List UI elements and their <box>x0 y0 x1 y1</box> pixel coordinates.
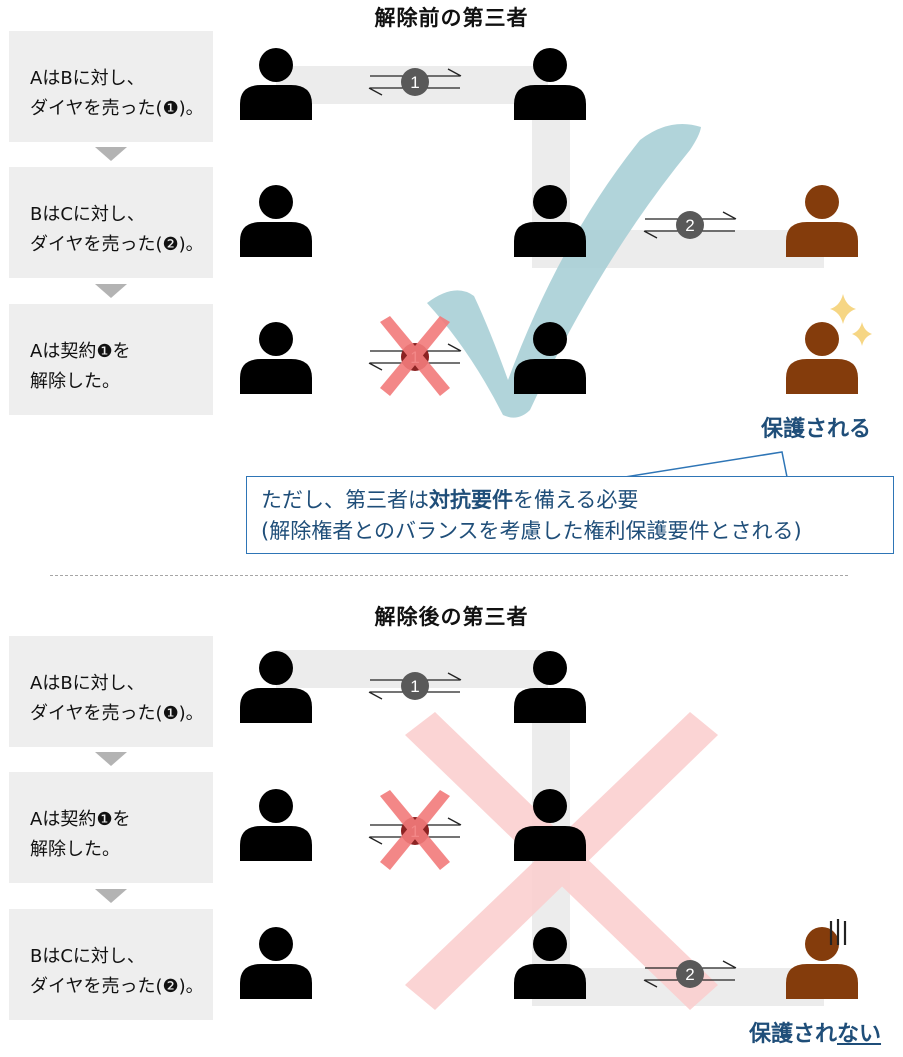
bottom-step-3-line2: ダイヤを売った(❷)。 <box>30 976 204 997</box>
cross-mark-icon <box>380 316 450 396</box>
sparkle-icon <box>830 294 872 346</box>
dismay-lines-icon <box>829 919 847 945</box>
top-step-2-line2: ダイヤを売った(❷)。 <box>30 234 204 255</box>
bottom-step-3: BはCに対し、 ダイヤを売った(❷)。 <box>9 909 213 1020</box>
person-icon <box>240 927 312 999</box>
top-badge-2-label: 2 <box>685 216 694 235</box>
bottom-flow-arrow-2 <box>95 889 127 903</box>
person-icon <box>240 789 312 861</box>
bottom-step-1-line2: ダイヤを売った(❶)。 <box>30 703 204 724</box>
cross-mark-icon <box>380 790 450 870</box>
callout-tail <box>624 451 788 478</box>
bottom-step-1-line1: AはBに対し、 <box>30 673 145 694</box>
top-flow-arrow-1 <box>95 147 127 161</box>
bottom-badge-1-label: 1 <box>410 677 419 696</box>
top-step-3-line1: Aは契約❶を <box>30 341 131 362</box>
top-badge-1 <box>401 68 429 96</box>
top-step-1-line2: ダイヤを売った(❶)。 <box>30 98 204 119</box>
bottom-step-1: AはBに対し、 ダイヤを売った(❶)。 <box>9 636 213 747</box>
bottom-step-3-line1: BはCに対し、 <box>30 946 145 967</box>
top-step-1: AはBに対し、 ダイヤを売った(❶)。 <box>9 31 213 142</box>
top-step-3-line2: 解除した。 <box>30 371 120 392</box>
bottom-step-2-line2: 解除した。 <box>30 839 120 860</box>
callout-line1-strong: 対抗要件 <box>429 488 513 512</box>
top-step-2: BはCに対し、 ダイヤを売った(❷)。 <box>9 167 213 278</box>
person-icon <box>786 322 858 394</box>
bottom-result-underlined: ない <box>837 1022 882 1047</box>
big-cross-mark-icon <box>405 712 718 1010</box>
bottom-result-pre: 保護され <box>749 1022 838 1047</box>
top-section-heading: 解除前の第三者 <box>374 6 529 30</box>
callout-line1-pre: ただし、第三者は <box>261 488 429 512</box>
top-exchange-1-cancelled: 1 <box>368 316 462 396</box>
top-exchange-1: 1 <box>368 68 462 96</box>
bottom-badge-2-label: 2 <box>685 965 694 984</box>
top-step-1-line1: AはBに対し、 <box>30 68 145 89</box>
person-icon <box>240 185 312 257</box>
bottom-flow-arrow-1 <box>95 752 127 766</box>
person-icon <box>786 927 858 999</box>
top-exchange-2: 2 <box>643 211 737 239</box>
bottom-exchange-2: 2 <box>643 960 737 988</box>
check-mark-icon <box>427 123 701 418</box>
top-flow-arrow-2 <box>95 284 127 298</box>
top-result-protected: 保護される <box>761 417 872 442</box>
requirement-callout: ただし、第三者は対抗要件を備える必要 (解除権者とのバランスを考慮した権利保護要… <box>246 476 894 554</box>
callout-line2: (解除権者とのバランスを考慮した権利保護要件とされる) <box>261 519 802 543</box>
top-step-3: Aは契約❶を 解除した。 <box>9 304 213 415</box>
top-badge-1-label: 1 <box>410 73 419 92</box>
person-icon <box>240 322 312 394</box>
bottom-section-heading: 解除後の第三者 <box>374 605 529 629</box>
bottom-exchange-1-cancelled: 1 <box>368 790 462 870</box>
top-badge-2 <box>676 211 704 239</box>
bottom-badge-1 <box>401 672 429 700</box>
bottom-step-2-line1: Aは契約❶を <box>30 809 131 830</box>
bottom-exchange-1: 1 <box>368 672 462 700</box>
section-divider <box>50 575 848 576</box>
callout-line1-post: を備える必要 <box>513 488 639 512</box>
bottom-step-2: Aは契約❶を 解除した。 <box>9 772 213 883</box>
bottom-result-not-protected: 保護されない <box>749 1016 881 1048</box>
bottom-badge-2 <box>676 960 704 988</box>
top-step-2-line1: BはCに対し、 <box>30 204 145 225</box>
person-icon <box>786 185 858 257</box>
